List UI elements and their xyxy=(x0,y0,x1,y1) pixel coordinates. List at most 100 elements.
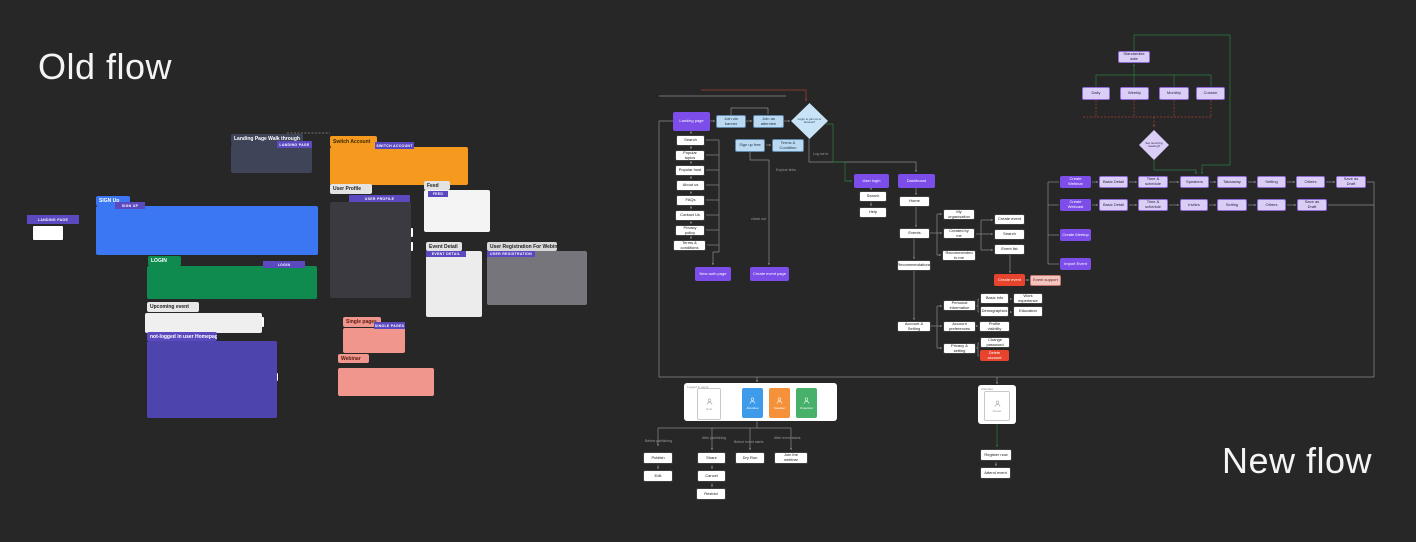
node-user-login[interactable]: User login xyxy=(854,174,889,188)
role-card-attendee[interactable]: Attendee xyxy=(742,388,763,418)
node-recommendations[interactable]: Recommendations xyxy=(897,260,931,271)
node-time-schedule-2[interactable]: Time & schedule xyxy=(1138,199,1168,211)
node-speakers[interactable]: Speakers xyxy=(1180,176,1209,188)
node-setting-1[interactable]: Setting xyxy=(1257,176,1286,188)
frame-feed[interactable] xyxy=(424,190,490,232)
node-event-list[interactable]: Event list xyxy=(994,244,1025,255)
frame-tab-homepage[interactable]: not-logged in user Homepage xyxy=(147,332,217,341)
node-publish[interactable]: Publish xyxy=(643,452,673,464)
node-attend-event[interactable]: Attend event xyxy=(980,467,1011,479)
node-basic-info[interactable]: Basic info xyxy=(980,293,1009,304)
node-takeaway[interactable]: Takeaway xyxy=(1217,176,1247,188)
node-time-schedule-1[interactable]: Time & schedule xyxy=(1138,176,1168,188)
node-save-as-draft-2[interactable]: Save as Draft xyxy=(1297,199,1327,211)
node-import-event[interactable]: Import Event xyxy=(1060,258,1091,270)
role-card-organizer[interactable]: Organizer xyxy=(796,388,817,418)
node-events[interactable]: Events xyxy=(899,228,930,239)
node-join-as-attendee[interactable]: Join as attendee xyxy=(753,115,784,128)
node-contact-us[interactable]: Contact Us xyxy=(675,210,705,221)
node-create-event-page[interactable]: Create event page xyxy=(750,267,789,281)
node-others-2[interactable]: Others xyxy=(1257,199,1286,211)
node-change-password[interactable]: Change password xyxy=(980,337,1010,348)
node-custom[interactable]: Custom xyxy=(1196,87,1225,100)
node-create-event-white[interactable]: Create event xyxy=(994,214,1025,225)
node-recurring-diamond[interactable]: Set recurring meeting? xyxy=(1139,130,1169,160)
frame-tab-sign-up[interactable]: SIGN Up xyxy=(96,196,130,206)
frame-tab-user-registration[interactable]: User Registration For Webinar xyxy=(487,242,557,251)
frame-tab-webinar[interactable]: Webinar xyxy=(338,354,369,363)
frame-event-detail[interactable] xyxy=(426,251,482,317)
node-sign-up-free[interactable]: Sign up free xyxy=(735,139,765,152)
node-terms-conditions[interactable]: Terms & conditions xyxy=(673,240,706,251)
node-popular-topics[interactable]: Popular topics xyxy=(675,150,705,161)
node-profile-visibility[interactable]: Profile visibility xyxy=(979,321,1010,332)
node-popular-host[interactable]: Popular host xyxy=(675,165,705,176)
frame-landing-walkthrough[interactable] xyxy=(231,144,312,173)
node-search-2[interactable]: Search xyxy=(859,191,887,202)
node-basic-detail-1[interactable]: Basic Detail xyxy=(1099,176,1128,188)
frame-user-registration[interactable] xyxy=(487,251,587,305)
node-education[interactable]: Education xyxy=(1013,306,1043,317)
node-monthly[interactable]: Monthly xyxy=(1159,87,1189,100)
node-event-support[interactable]: Event support xyxy=(1030,275,1061,286)
frame-sign-up[interactable] xyxy=(96,206,318,255)
node-search-1[interactable]: Search xyxy=(676,135,705,146)
frame-login[interactable] xyxy=(147,266,317,299)
frame-tab-login[interactable]: LOGIN xyxy=(148,256,181,266)
frame-upcoming-event[interactable] xyxy=(145,313,262,333)
node-recommended-to-me[interactable]: Recommended to me xyxy=(942,250,976,261)
role-card-speaker[interactable]: Speaker xyxy=(769,388,790,418)
role-card-viewer[interactable]: Viewer xyxy=(984,391,1010,421)
node-dashboard[interactable]: Dashboard xyxy=(898,174,935,188)
node-register-now[interactable]: Register now xyxy=(980,449,1012,461)
frame-tab-feed[interactable]: Feed xyxy=(424,181,450,190)
frame-tab-switch-account[interactable]: Switch Account xyxy=(330,136,377,147)
node-create-meetup[interactable]: Create Meetup xyxy=(1060,229,1091,241)
node-standardize-date[interactable]: Standardize date xyxy=(1118,51,1150,63)
node-landing-page[interactable]: Landing page xyxy=(673,112,710,131)
frame-tab-event-detail[interactable]: Event Detail xyxy=(426,242,462,251)
frame-landing-page-chip[interactable] xyxy=(27,224,79,244)
node-join-via-banner[interactable]: Join via banner xyxy=(716,115,746,128)
frame-homepage[interactable] xyxy=(147,341,277,418)
node-create-webinar[interactable]: Create Webinar xyxy=(1060,176,1091,188)
node-save-as-draft-1[interactable]: Save as Draft xyxy=(1336,176,1366,188)
node-search-3[interactable]: Search xyxy=(994,229,1025,240)
node-privacy-setting[interactable]: Privacy & setting xyxy=(943,343,976,354)
node-created-by-me[interactable]: Created by me xyxy=(943,228,975,239)
frame-user-profile[interactable] xyxy=(330,202,411,298)
node-edit[interactable]: Edit xyxy=(643,470,673,482)
node-setting-2[interactable]: Setting xyxy=(1217,199,1247,211)
role-card-host[interactable]: Host xyxy=(697,388,721,420)
node-login-or-browse[interactable]: Login to join us or browse? xyxy=(791,103,828,139)
node-my-organisation[interactable]: My organisation xyxy=(943,209,975,220)
frame-tab-user-profile[interactable]: User Profile xyxy=(330,184,372,194)
node-delete-account[interactable]: Delete account xyxy=(980,350,1009,361)
frame-tab-single-pages[interactable]: Single pages xyxy=(343,317,381,327)
frame-switch-account[interactable] xyxy=(330,147,468,185)
node-join-the-webinar[interactable]: Join the webinar xyxy=(774,452,808,464)
node-home[interactable]: Home xyxy=(899,196,930,207)
frame-webinar[interactable] xyxy=(338,368,434,396)
node-create-webcast[interactable]: Create Webcast xyxy=(1060,199,1091,211)
node-about-us[interactable]: About us xyxy=(676,180,705,191)
frame-tab-upcoming-event[interactable]: Upcoming event xyxy=(147,302,199,312)
frame-single-pages[interactable] xyxy=(343,328,405,353)
node-cancel[interactable]: Cancel xyxy=(697,470,726,482)
node-create-event-red[interactable]: Create event xyxy=(994,274,1025,286)
node-share[interactable]: Share xyxy=(697,452,726,464)
node-terms-condition-blue[interactable]: Terms & Condition xyxy=(772,139,804,152)
node-dry-run[interactable]: Dry Run xyxy=(735,452,765,464)
node-daily[interactable]: Daily xyxy=(1082,87,1110,100)
node-privacy-policy[interactable]: Privacy policy xyxy=(675,225,705,236)
node-weekly[interactable]: Weekly xyxy=(1120,87,1149,100)
node-account-setting[interactable]: Account & Setting xyxy=(897,321,931,332)
node-account-preferences[interactable]: Account preferences xyxy=(943,321,976,332)
node-restrict[interactable]: Restrict xyxy=(696,488,726,500)
node-new-auth-page[interactable]: New auth page xyxy=(695,267,731,281)
node-help[interactable]: Help xyxy=(859,207,887,218)
node-others-1[interactable]: Others xyxy=(1296,176,1325,188)
node-faqs[interactable]: FAQs xyxy=(676,195,705,206)
